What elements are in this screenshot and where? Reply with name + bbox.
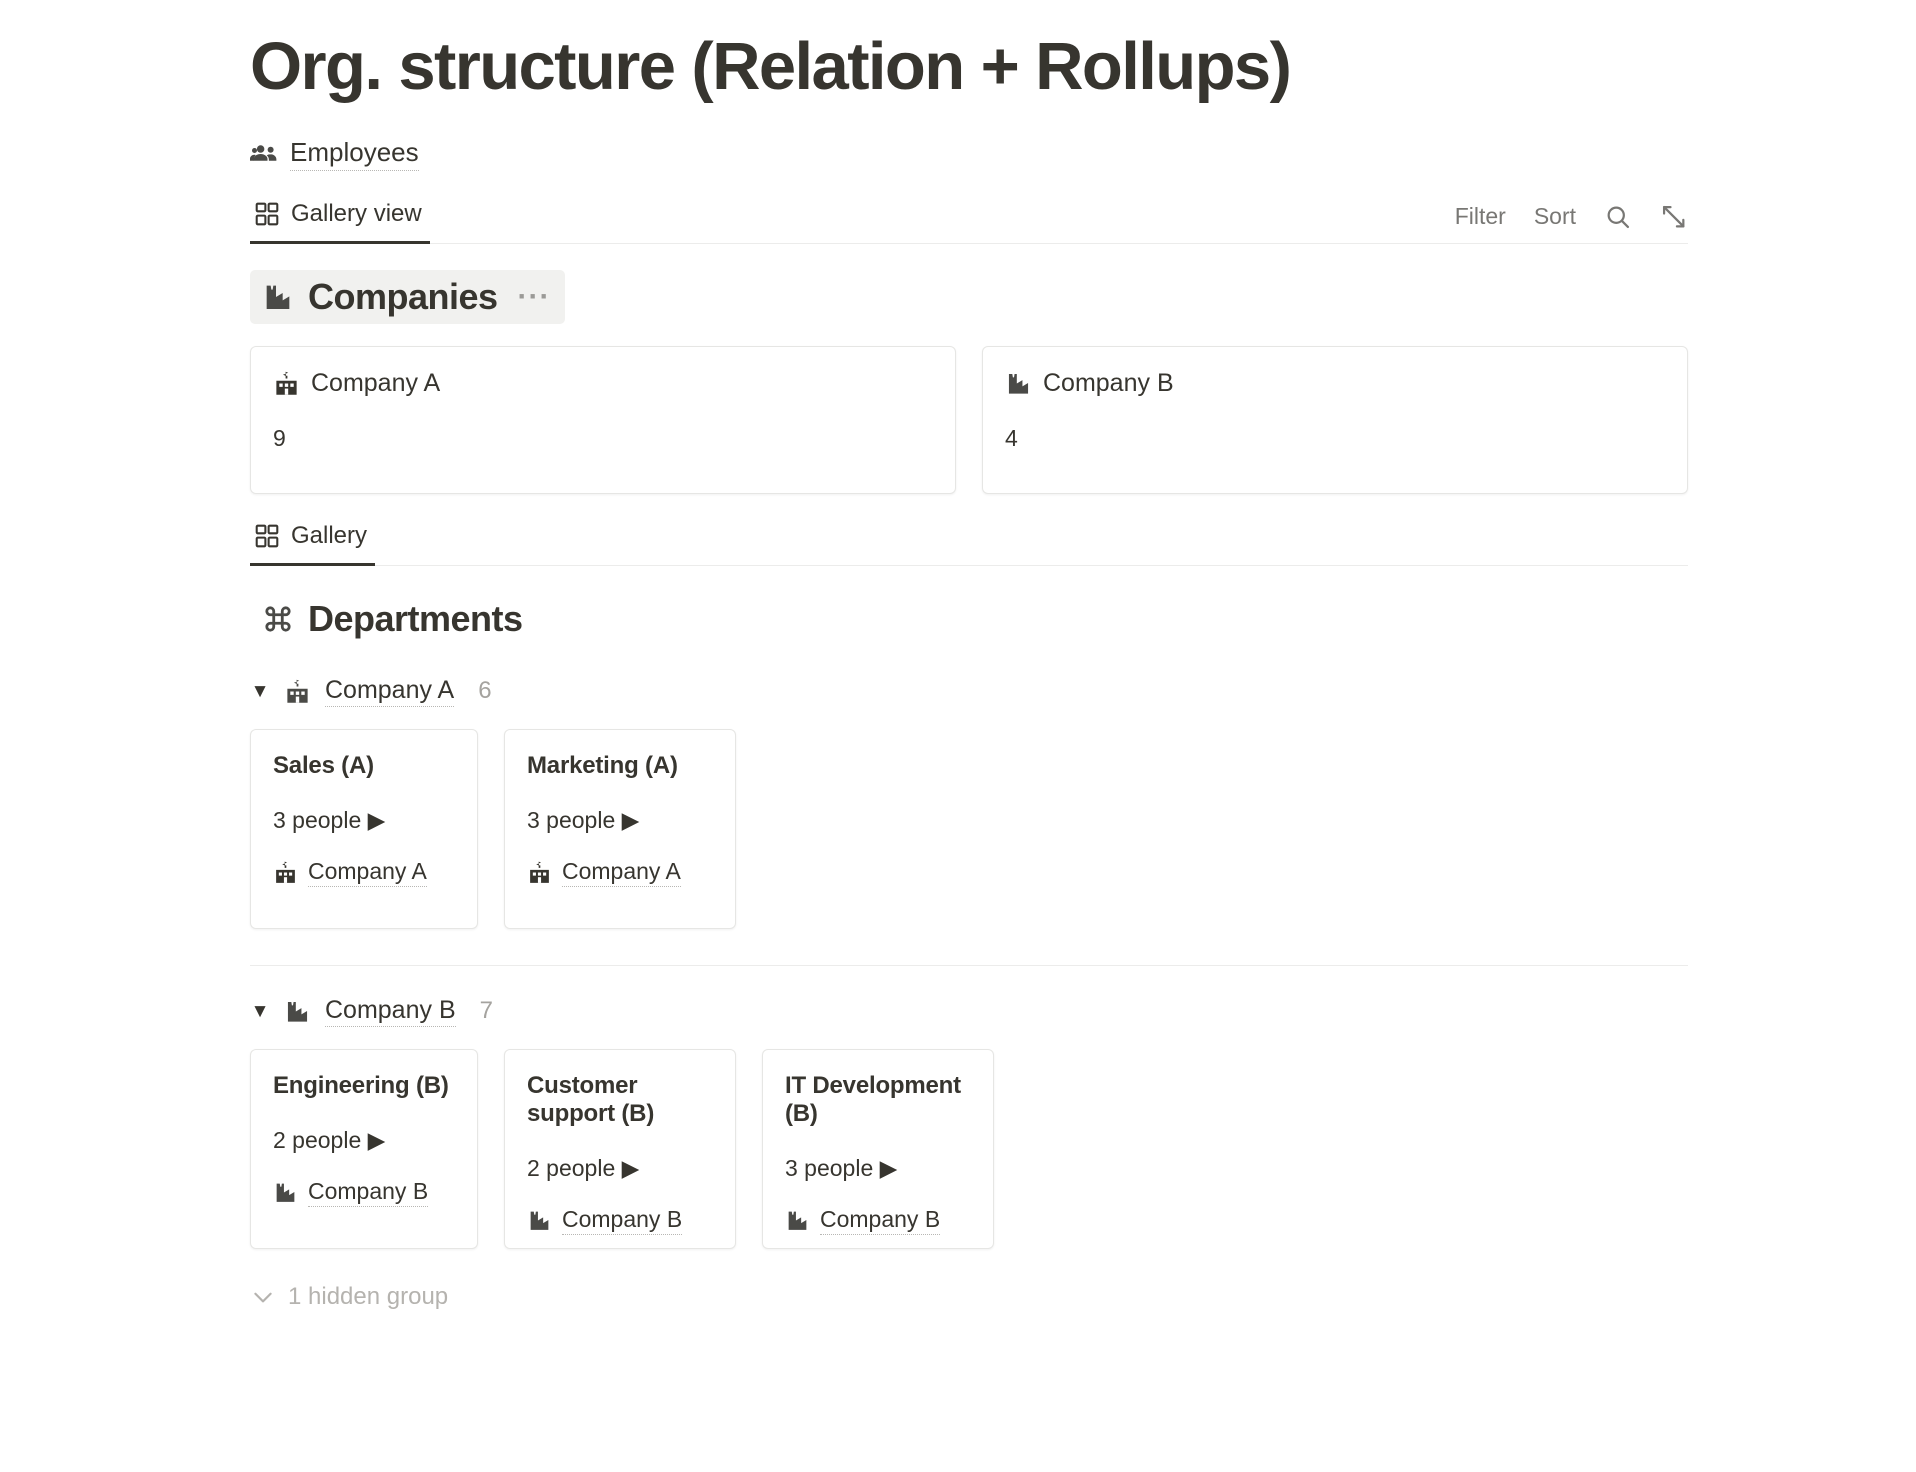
companies-more-options-icon[interactable]: ··· [517, 279, 551, 313]
department-card[interactable]: Marketing (A) 3 people ▶ Company A [504, 728, 736, 929]
department-card-people[interactable]: 2 people ▶ [273, 1126, 386, 1153]
department-card-title: Customer support (B) [527, 1071, 655, 1127]
department-card-title: Engineering (B) [273, 1071, 449, 1099]
relation-link[interactable]: Company B [562, 1206, 683, 1235]
companies-heading-label: Companies [308, 275, 498, 317]
group-divider [250, 964, 1688, 966]
company-card-value: 4 [1005, 424, 1018, 451]
relation-link[interactable]: Company A [308, 858, 427, 887]
hidden-group-label: 1 hidden group [288, 1282, 449, 1310]
factory-icon [1005, 370, 1032, 397]
view-tabs: Gallery [250, 521, 376, 566]
expand-icon[interactable] [1660, 203, 1688, 231]
collapse-triangle-icon[interactable]: ▼ [250, 680, 270, 702]
group-header-company-b[interactable]: ▼ Company B 7 [250, 996, 1688, 1027]
group-count: 6 [478, 677, 492, 705]
company-card[interactable]: Company B 4 [982, 345, 1688, 494]
school-building-icon [284, 678, 311, 705]
company-card-title-row: Company B [1005, 369, 1665, 398]
department-card-relation[interactable]: Company B [273, 1178, 455, 1207]
companies-section-heading[interactable]: Companies ··· [250, 269, 565, 324]
department-card-people[interactable]: 3 people ▶ [785, 1154, 898, 1181]
company-card-title-row: Company A [273, 369, 933, 398]
department-card-relation[interactable]: Company A [273, 858, 455, 887]
departments-card-grid-company-b: Engineering (B) 2 people ▶ Company B Cus… [250, 1048, 1688, 1249]
hidden-group-toggle[interactable]: 1 hidden group [250, 1283, 1688, 1311]
department-card-relation[interactable]: Company B [785, 1206, 971, 1235]
view-actions: Filter Sort [1455, 203, 1688, 243]
factory-icon [527, 1208, 552, 1233]
tab-gallery-view[interactable]: Gallery view [250, 200, 430, 244]
factory-icon [262, 281, 294, 313]
department-card-title: Marketing (A) [527, 751, 678, 779]
departments-card-grid-company-a: Sales (A) 3 people ▶ Company A [250, 728, 1688, 929]
source-database-link[interactable]: Employees [250, 136, 1688, 172]
gallery-grid-icon [254, 523, 280, 549]
department-card[interactable]: Sales (A) 3 people ▶ Company A [250, 728, 478, 929]
people-group-icon [250, 139, 280, 169]
tab-gallery[interactable]: Gallery [250, 521, 376, 566]
department-card-title: IT Development (B) [785, 1071, 961, 1127]
tab-gallery-view-label: Gallery view [291, 199, 422, 227]
school-building-icon [273, 370, 300, 397]
school-building-icon [527, 860, 552, 885]
filter-button[interactable]: Filter [1454, 203, 1506, 230]
school-building-icon [273, 860, 298, 885]
factory-icon [284, 998, 311, 1025]
page-title: Org. structure (Relation + Rollups) [250, 29, 1292, 104]
department-card-people[interactable]: 3 people ▶ [273, 806, 386, 833]
department-card-people[interactable]: 2 people ▶ [527, 1154, 640, 1181]
view-tabs: Gallery view [250, 200, 430, 244]
department-card-people[interactable]: 3 people ▶ [527, 806, 640, 833]
page-content: Org. structure (Relation + Rollups) Empl… [250, 0, 1688, 1311]
group-header-company-a[interactable]: ▼ Company A 6 [250, 676, 1688, 707]
factory-icon [273, 1180, 298, 1205]
factory-icon [785, 1208, 810, 1233]
company-card-value: 9 [273, 424, 286, 451]
command-icon [262, 603, 294, 635]
companies-card-grid: Company A 9 Company B 4 [250, 345, 1688, 494]
relation-link[interactable]: Company B [820, 1206, 941, 1235]
group-name[interactable]: Company A [325, 676, 455, 707]
source-database-label: Employees [290, 137, 419, 171]
company-card[interactable]: Company A 9 [250, 345, 956, 494]
department-card[interactable]: IT Development (B) 3 people ▶ Company B [762, 1048, 994, 1249]
relation-link[interactable]: Company B [308, 1178, 429, 1207]
gallery-grid-icon [254, 201, 280, 227]
relation-link[interactable]: Company A [562, 858, 681, 887]
department-card[interactable]: Engineering (B) 2 people ▶ Company B [250, 1048, 478, 1249]
departments-section-heading[interactable]: Departments [250, 592, 537, 646]
group-name[interactable]: Company B [325, 996, 456, 1027]
department-card-relation[interactable]: Company A [527, 858, 713, 887]
companies-view-bar: Gallery view Filter Sort [250, 194, 1688, 244]
search-icon[interactable] [1604, 203, 1632, 231]
group-count: 7 [479, 997, 493, 1025]
department-card[interactable]: Customer support (B) 2 people ▶ Company … [504, 1048, 736, 1249]
company-card-title: Company A [311, 368, 441, 397]
chevron-down-icon [250, 1284, 276, 1310]
sort-button[interactable]: Sort [1533, 203, 1576, 230]
company-card-title: Company B [1043, 368, 1174, 397]
collapse-triangle-icon[interactable]: ▼ [250, 1000, 270, 1022]
departments-heading-label: Departments [308, 597, 523, 639]
department-card-title: Sales (A) [273, 751, 374, 779]
departments-view-bar: Gallery [250, 516, 1688, 566]
tab-gallery-label: Gallery [291, 521, 368, 549]
department-card-relation[interactable]: Company B [527, 1206, 713, 1235]
